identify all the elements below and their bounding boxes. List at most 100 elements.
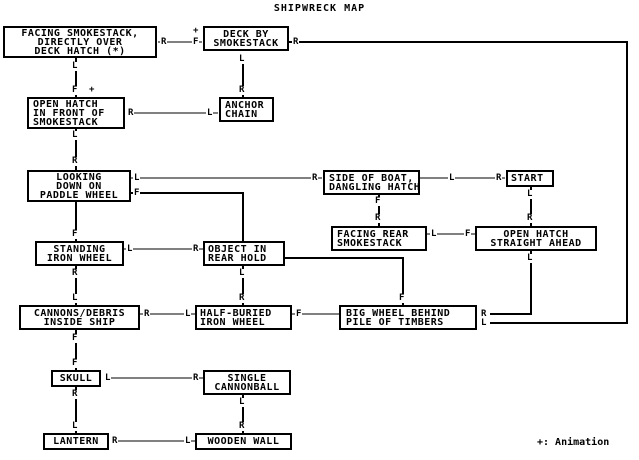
edge-label: R bbox=[238, 85, 246, 95]
edge-label: L bbox=[480, 318, 488, 328]
edge-label: F bbox=[398, 293, 406, 303]
node-label: IN FRONT OF bbox=[33, 107, 105, 119]
node-start[interactable]: START bbox=[506, 170, 554, 187]
node-label: DECK BY bbox=[223, 28, 269, 40]
edge-label: F bbox=[192, 37, 200, 47]
edge-label: L bbox=[133, 173, 141, 183]
edge-label: R bbox=[192, 373, 200, 383]
node-facing-rear-smokestack[interactable]: FACING REAR SMOKESTACK bbox=[331, 226, 427, 251]
node-wooden-wall[interactable]: WOODEN WALL bbox=[195, 433, 292, 450]
edge-label: L bbox=[126, 244, 134, 254]
node-label: STRAIGHT AHEAD bbox=[490, 237, 582, 249]
node-label: OPEN HATCH bbox=[503, 228, 569, 240]
edge-label: R bbox=[238, 421, 246, 431]
edge-label: F bbox=[374, 196, 382, 206]
node-label: START bbox=[511, 173, 544, 184]
edge-deck-bigwheel bbox=[289, 41, 628, 324]
node-open-hatch-straight[interactable]: OPEN HATCH STRAIGHT AHEAD bbox=[475, 226, 597, 251]
node-label: LOOKING bbox=[56, 171, 102, 183]
node-object-rear-hold[interactable]: OBJECT IN REAR HOLD bbox=[203, 241, 285, 266]
edge-label: L bbox=[71, 421, 79, 431]
edge-label: R bbox=[374, 213, 382, 223]
node-label: OPEN HATCH bbox=[33, 98, 99, 110]
node-label: REAR HOLD bbox=[208, 252, 267, 264]
legend: +: Animation bbox=[537, 437, 610, 448]
edge-label: L bbox=[238, 397, 246, 407]
node-deck-by-smokestack[interactable]: DECK BY SMOKESTACK bbox=[203, 26, 289, 51]
node-label: STANDING bbox=[53, 243, 106, 255]
node-label: SMOKESTACK bbox=[213, 37, 279, 49]
node-label: CANNONBALL bbox=[214, 381, 280, 393]
node-label: BIG WHEEL BEHIND bbox=[346, 307, 451, 319]
edge-label: R bbox=[192, 244, 200, 254]
edge-label: L bbox=[526, 253, 534, 263]
edge-label: R bbox=[238, 293, 246, 303]
node-label: ANCHOR bbox=[225, 99, 265, 111]
node-label: OBJECT IN bbox=[208, 243, 267, 255]
edge-label: R bbox=[480, 309, 488, 319]
node-skull[interactable]: SKULL bbox=[51, 370, 101, 387]
animation-marker: + bbox=[88, 85, 96, 95]
node-lantern[interactable]: LANTERN bbox=[43, 433, 109, 450]
edge-label: F bbox=[71, 229, 79, 239]
edge-label: F bbox=[295, 309, 303, 319]
edge-label: R bbox=[71, 156, 79, 166]
node-label: SMOKESTACK bbox=[337, 237, 403, 249]
edge-label: L bbox=[184, 309, 192, 319]
node-label: INSIDE SHIP bbox=[43, 316, 116, 328]
node-label: CANNONS/DEBRIS bbox=[33, 307, 126, 319]
node-label: SMOKESTACK bbox=[33, 116, 99, 128]
node-label: LANTERN bbox=[53, 436, 99, 447]
edge-label: L bbox=[238, 54, 246, 64]
map-title: SHIPWRECK MAP bbox=[273, 3, 366, 14]
node-standing-iron-wheel[interactable]: STANDING IRON WHEEL bbox=[35, 241, 124, 266]
node-label: HALF-BURIED bbox=[200, 307, 272, 319]
edge-label: L bbox=[184, 436, 192, 446]
edge-openstraight-bigwheel bbox=[490, 249, 532, 315]
edge-label: L bbox=[430, 229, 438, 239]
node-half-buried-iron-wheel[interactable]: HALF-BURIED IRON WHEEL bbox=[195, 305, 292, 330]
node-label: WOODEN WALL bbox=[207, 436, 280, 447]
node-label: FACING SMOKESTACK, bbox=[21, 27, 139, 39]
node-label: SINGLE bbox=[227, 372, 267, 384]
node-big-wheel-timbers[interactable]: BIG WHEEL BEHIND PILE OF TIMBERS bbox=[339, 305, 477, 330]
edge-label: L bbox=[71, 61, 79, 71]
node-label: DECK HATCH (*) bbox=[34, 45, 126, 57]
edge-label: L bbox=[71, 130, 79, 140]
node-label: IRON WHEEL bbox=[200, 316, 266, 328]
edge-label: L bbox=[448, 173, 456, 183]
edge-label: F bbox=[71, 85, 79, 95]
edge-label: F bbox=[133, 188, 141, 198]
node-label: CHAIN bbox=[225, 108, 258, 120]
node-label: PILE OF TIMBERS bbox=[346, 316, 444, 328]
edge-label: F bbox=[71, 358, 79, 368]
edge-label: R bbox=[143, 309, 151, 319]
edge-label: F bbox=[464, 229, 472, 239]
animation-marker: + bbox=[192, 26, 200, 36]
node-single-cannonball[interactable]: SINGLE CANNONBALL bbox=[203, 370, 291, 395]
node-open-hatch-front[interactable]: OPEN HATCH IN FRONT OF SMOKESTACK bbox=[27, 97, 125, 129]
node-anchor-chain[interactable]: ANCHOR CHAIN bbox=[219, 97, 274, 122]
node-label: SKULL bbox=[59, 373, 93, 384]
edge-object-bigwheel bbox=[285, 257, 404, 305]
edge-label: R bbox=[526, 213, 534, 223]
edge-label: R bbox=[127, 108, 135, 118]
node-side-of-boat[interactable]: SIDE OF BOAT, DANGLING HATCH bbox=[323, 170, 420, 195]
node-looking-down-paddle[interactable]: LOOKING DOWN ON PADDLE WHEEL bbox=[27, 170, 131, 202]
edge-label: R bbox=[311, 173, 319, 183]
edge-label: R bbox=[495, 173, 503, 183]
node-cannons-debris[interactable]: CANNONS/DEBRIS INSIDE SHIP bbox=[19, 305, 140, 330]
edge-label: L bbox=[206, 108, 214, 118]
edge-label: F bbox=[71, 333, 79, 343]
edge-label: R bbox=[292, 37, 300, 47]
edge-label: L bbox=[71, 293, 79, 303]
node-label: DIRECTLY OVER bbox=[37, 36, 123, 48]
node-label: IRON WHEEL bbox=[46, 252, 113, 264]
edge-label: R bbox=[71, 268, 79, 278]
edge-label: R bbox=[71, 389, 79, 399]
node-label: PADDLE WHEEL bbox=[39, 189, 119, 201]
node-facing-smokestack[interactable]: FACING SMOKESTACK, DIRECTLY OVER DECK HA… bbox=[3, 26, 157, 58]
node-label: DOWN ON bbox=[56, 180, 102, 192]
edge-label: R bbox=[111, 436, 119, 446]
